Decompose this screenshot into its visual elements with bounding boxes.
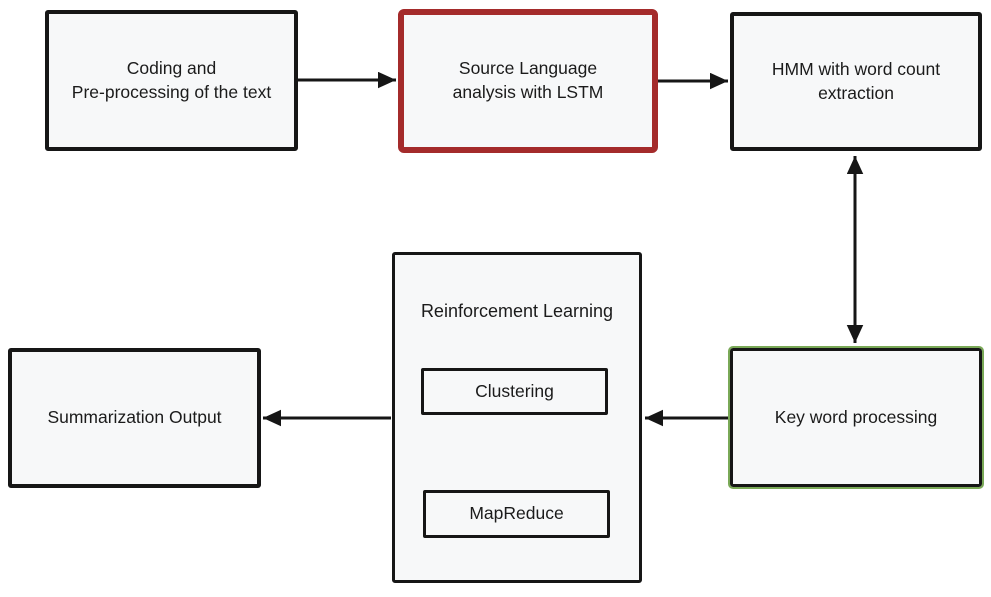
node-hmm-word-count-label: HMM with word count extraction	[771, 58, 941, 103]
reinforcement-learning-title: Reinforcement Learning	[420, 301, 614, 321]
node-summarization-output: Summarization Output	[8, 348, 261, 488]
node-keyword-processing-label: Key word processing	[774, 406, 938, 427]
node-source-language-lstm: Source Language analysis with LSTM	[398, 9, 658, 153]
node-source-language-lstm-label: Source Language analysis with LSTM	[452, 58, 604, 102]
node-reinforcement-learning: Reinforcement Learning Clustering MapRed…	[392, 252, 642, 583]
node-clustering-label: Clustering	[475, 380, 554, 401]
node-coding-preprocessing: Coding and Pre-processing of the text	[45, 10, 298, 151]
node-summarization-output-label: Summarization Output	[47, 407, 222, 428]
node-mapreduce: MapReduce	[423, 490, 610, 538]
node-coding-preprocessing-label: Coding and Pre-processing of the text	[71, 57, 272, 102]
node-hmm-word-count: HMM with word count extraction	[730, 12, 982, 151]
node-clustering: Clustering	[421, 368, 608, 415]
node-mapreduce-label: MapReduce	[469, 503, 564, 524]
node-keyword-processing: Key word processing	[728, 346, 984, 489]
